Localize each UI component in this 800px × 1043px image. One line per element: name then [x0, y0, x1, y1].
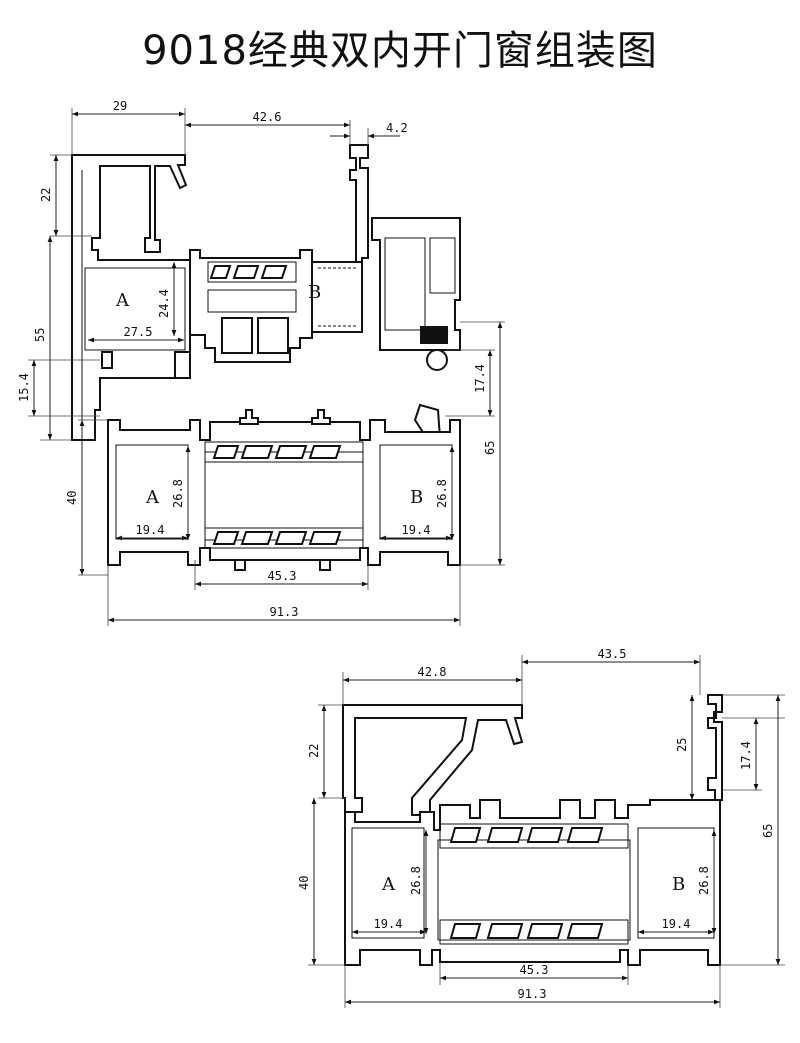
lower-dim-top-right: 43.5 [598, 647, 627, 661]
upper-dim-h-frame: 40 [65, 491, 79, 505]
upper-dim-h-top: 22 [39, 188, 53, 202]
lower-dim-cellA-w: 19.4 [374, 917, 403, 931]
upper-dim-chamber-h: 24.4 [157, 289, 171, 318]
lower-dim-core-w: 45.3 [520, 963, 549, 977]
lower-assembly: 42.8 43.5 22 40 25 17.4 65 A 26.8 19.4 B… [297, 647, 785, 1008]
upper-dim-core-w: 45.3 [268, 569, 297, 583]
upper-dim-cellA-w: 19.4 [136, 523, 165, 537]
lower-dim-r25: 25 [675, 738, 689, 752]
upper-dim-cellB-h: 26.8 [435, 479, 449, 508]
gasket-seal [420, 326, 448, 344]
upper-dim-top: 29 [113, 99, 127, 113]
upper-dim-gap: 17.4 [473, 364, 487, 393]
upper-label-b1: B [308, 282, 321, 303]
lower-main-frame [344, 799, 721, 966]
upper-label-b2: B [410, 487, 423, 508]
upper-dim-h-small: 15.4 [17, 373, 31, 402]
lower-dim-cellB-w: 19.4 [662, 917, 691, 931]
upper-b-insert [311, 261, 363, 333]
upper-label-a1: A [115, 290, 130, 311]
lower-label-b: B [672, 874, 685, 895]
upper-right-sash [349, 144, 369, 263]
lower-dim-cellA-h: 26.8 [409, 866, 423, 895]
upper-dim-total-h: 65 [483, 441, 497, 455]
upper-right-frame [371, 217, 461, 351]
upper-dim-h-mid: 55 [33, 328, 47, 342]
upper-dim-cellA-h: 26.8 [171, 479, 185, 508]
upper-left-frame [71, 154, 191, 441]
lower-right-column [707, 694, 723, 801]
upper-dim-chamber-w: 27.5 [124, 325, 153, 339]
lower-dim-cellB-h: 26.8 [697, 866, 711, 895]
upper-dim-sash: 42.6 [253, 110, 282, 124]
drawing-title: 9018经典双内开门窗组装图 [142, 28, 658, 74]
upper-dim-cellB-w: 19.4 [402, 523, 431, 537]
lower-dim-h-top: 22 [307, 744, 321, 758]
lower-dim-total-w: 91.3 [518, 987, 547, 1001]
lower-sash [342, 704, 524, 816]
lower-dim-h-frame: 40 [297, 876, 311, 890]
upper-assembly: B 29 42.6 [17, 99, 505, 626]
lower-dim-total-h: 65 [761, 824, 775, 838]
lower-dim-top-left: 42.8 [418, 665, 447, 679]
lower-dim-r17: 17.4 [739, 741, 753, 770]
upper-dim-lip: 4.2 [386, 121, 408, 135]
upper-dim-total-w: 91.3 [270, 605, 299, 619]
lower-label-a: A [381, 874, 396, 895]
upper-label-a2: A [145, 487, 160, 508]
